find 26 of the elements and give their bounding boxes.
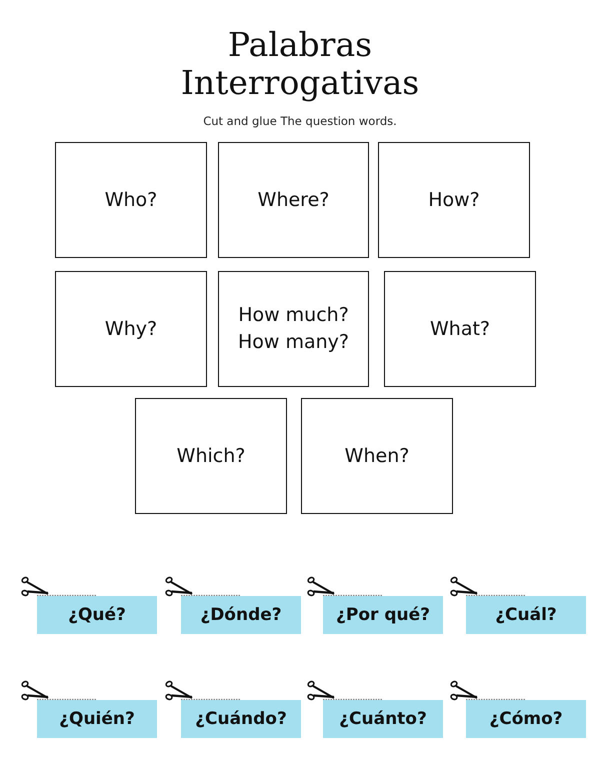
worksheet-title: Palabras Interrogativas xyxy=(180,26,420,102)
cut-out-card: ¿Quién? xyxy=(37,700,157,738)
question-word: Who? xyxy=(104,188,158,212)
cut-out-card: ¿Cuándo? xyxy=(181,700,301,738)
cut-out-card: ¿Cuál? xyxy=(466,596,586,634)
glue-box xyxy=(55,271,207,387)
glue-box xyxy=(301,398,453,514)
cut-out-card: ¿Cuánto? xyxy=(323,700,443,738)
cut-out-card: ¿Qué? xyxy=(37,596,157,634)
question-word: How? xyxy=(427,188,481,212)
question-word: How much? How many? xyxy=(236,303,350,355)
glue-box xyxy=(55,142,207,258)
cut-out-card: ¿Cómo? xyxy=(466,700,586,738)
glue-box xyxy=(135,398,287,514)
question-word: Why? xyxy=(104,316,158,342)
glue-box xyxy=(384,271,536,387)
question-word: Which? xyxy=(176,444,246,468)
question-word: Where? xyxy=(256,188,330,212)
cut-out-card: ¿Dónde? xyxy=(181,596,301,634)
glue-box xyxy=(378,142,530,258)
question-word: When? xyxy=(344,444,410,468)
glue-box xyxy=(218,271,369,387)
cut-out-card: ¿Por qué? xyxy=(323,596,443,634)
glue-box xyxy=(218,142,369,258)
instruction-text: Cut and glue The question words. xyxy=(202,114,398,128)
question-word: What? xyxy=(428,316,491,342)
